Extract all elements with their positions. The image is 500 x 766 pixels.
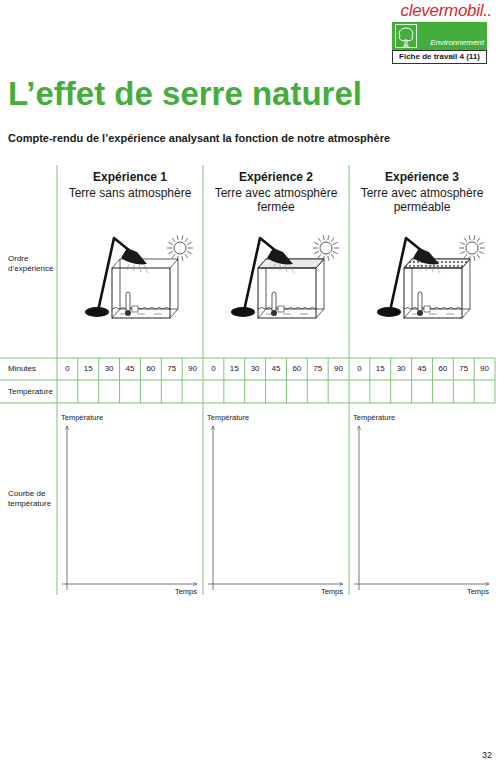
minute-cell: 30	[99, 364, 120, 374]
cell-divider	[328, 358, 329, 403]
lamp-aquarium	[377, 235, 485, 318]
cell-divider	[390, 358, 391, 403]
column-heading: Expérience 3	[355, 170, 489, 184]
lamp-aquarium	[85, 235, 193, 318]
minute-cell: 0	[203, 364, 224, 374]
cell-divider	[474, 358, 475, 403]
x-axis	[208, 584, 343, 585]
cell-divider	[432, 358, 433, 403]
table-grid	[0, 165, 495, 595]
minute-cell: 45	[266, 364, 287, 374]
minute-cell: 60	[140, 364, 161, 374]
axis-label: Temps	[157, 587, 197, 596]
minute-cell: 60	[432, 364, 453, 374]
axis-label: Température	[207, 413, 249, 422]
axis-label: Température	[61, 413, 103, 422]
cell-divider	[369, 358, 370, 403]
x-axis	[354, 584, 489, 585]
row-label: Courbe de température	[8, 489, 56, 508]
graph-axes	[62, 426, 489, 590]
minute-cell: 45	[412, 364, 433, 374]
axis-label: Température	[353, 413, 395, 422]
row-label: Température	[8, 387, 53, 397]
cell-divider	[119, 358, 120, 403]
experiment-illustrations	[85, 235, 485, 318]
row-line	[0, 380, 495, 381]
brand-logo: clevermobil..	[372, 1, 492, 21]
minute-cell: 60	[286, 364, 307, 374]
category-badge: Environnement	[392, 22, 487, 50]
minute-cell: 90	[474, 364, 495, 374]
minute-cell: 15	[78, 364, 99, 374]
minute-cell: 15	[224, 364, 245, 374]
cell-divider	[411, 358, 412, 403]
category-name: Environnement	[430, 38, 484, 48]
x-axis	[62, 584, 197, 585]
cell-divider	[140, 358, 141, 403]
minute-cell: 75	[307, 364, 328, 374]
minute-cell: 75	[453, 364, 474, 374]
axis-label: Temps	[449, 587, 489, 596]
cell-divider	[77, 358, 78, 403]
column-subheading: Terre sans atmosphère	[63, 186, 197, 200]
cell-divider	[223, 358, 224, 403]
cell-divider	[286, 358, 287, 403]
cell-divider	[182, 358, 183, 403]
row-label: Ordre d’expérience	[8, 254, 56, 273]
minute-cell: 45	[120, 364, 141, 374]
row-line	[0, 403, 495, 404]
tree-icon	[395, 24, 417, 48]
page-title: L’effet de serre naturel	[8, 74, 362, 114]
y-axis	[213, 426, 214, 590]
minute-cell: 90	[182, 364, 203, 374]
lamp-aquarium	[231, 235, 339, 318]
page-number: 32	[460, 750, 492, 761]
cell-divider	[495, 358, 496, 403]
minute-cell: 15	[370, 364, 391, 374]
sheet-label: Fiche de travail 4 (11)	[393, 51, 486, 62]
cell-divider	[307, 358, 308, 403]
row-line	[0, 358, 495, 359]
sheet-label-box: Fiche de travail 4 (11)	[392, 50, 487, 64]
minute-cell: 75	[161, 364, 182, 374]
cell-divider	[265, 358, 266, 403]
column-subheading: Terre avec atmosphère fermée	[209, 186, 343, 215]
cell-divider	[244, 358, 245, 403]
subtitle: Compte-rendu de l’expérience analysant l…	[8, 132, 390, 145]
axis-label: Temps	[303, 587, 343, 596]
column-subheading: Terre avec atmosphère perméable	[355, 186, 489, 215]
minute-cell: 0	[349, 364, 370, 374]
column-heading: Expérience 2	[209, 170, 343, 184]
column-heading: Expérience 1	[63, 170, 197, 184]
cell-divider	[161, 358, 162, 403]
cell-divider	[98, 358, 99, 403]
cell-divider	[453, 358, 454, 403]
y-axis	[359, 426, 360, 590]
row-label: Minutes	[8, 364, 36, 374]
minute-cell: 90	[328, 364, 349, 374]
minute-cell: 30	[245, 364, 266, 374]
minute-cell: 30	[391, 364, 412, 374]
y-axis	[67, 426, 68, 590]
minute-cell: 0	[57, 364, 78, 374]
